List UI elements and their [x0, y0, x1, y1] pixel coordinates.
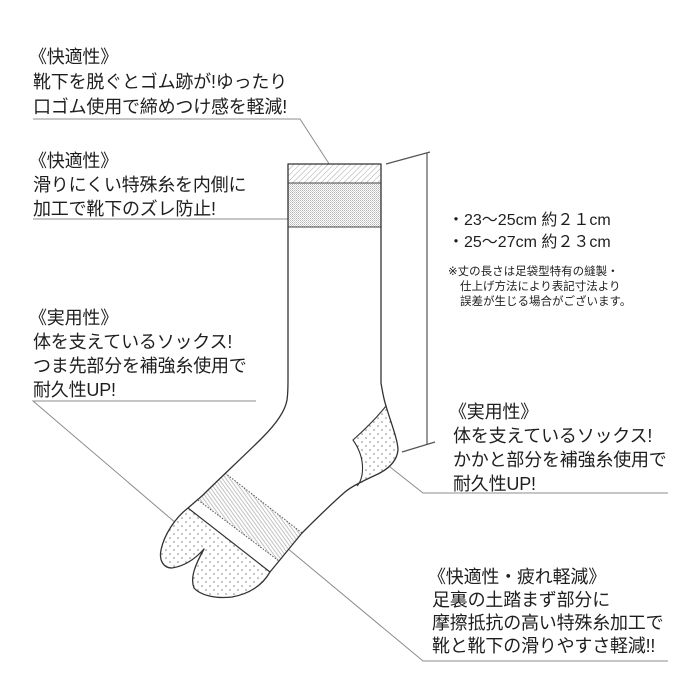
sock-outline	[159, 163, 399, 599]
callout-text: かかと部分を補強糸使用で	[453, 450, 667, 470]
callout-heading: 《快適性・疲れ軽減》	[428, 567, 606, 587]
callout-text: 耐久性UP!	[33, 380, 116, 400]
callout-heading: 《快適性》	[29, 151, 118, 171]
callout-text: 摩擦抵抗の高い特殊糸加工で	[432, 613, 664, 633]
callout-text: 耐久性UP!	[453, 474, 536, 494]
size-row: ・25〜27cm 約２３cm	[448, 234, 611, 251]
callout-text: つま先部分を補強糸使用で	[33, 356, 247, 376]
callout-text: 靴下を脱ぐとゴム跡が!ゆったり	[33, 72, 287, 92]
leader-line-heel	[384, 462, 668, 494]
leader-line-toe	[31, 400, 256, 566]
callout-heading: 《実用性》	[449, 402, 538, 422]
size-row: ・23〜25cm 約２１cm	[448, 212, 611, 229]
arch-grip-band	[198, 473, 302, 561]
callout-toe: 《実用性》 体を支えているソックス! つま先部分を補強糸使用で 耐久性UP!	[29, 306, 247, 402]
callout-heading: 《快適性》	[29, 47, 118, 67]
callout-text: 滑りにくい特殊糸を内側に	[33, 175, 247, 195]
callout-grip-band: 《快適性》 滑りにくい特殊糸を内側に 加工で靴下のズレ防止!	[29, 149, 247, 221]
size-note-line: 仕上げ方法により表記寸法より	[460, 281, 621, 293]
waistband-hatched-section	[288, 164, 381, 183]
toe-reinforcement	[160, 508, 270, 598]
callout-text: 靴と靴下の滑りやすさ軽減!!	[432, 636, 656, 656]
toe-boundary	[187, 507, 271, 573]
callout-waistband: 《快適性》 靴下を脱ぐとゴム跡が!ゆったり 口ゴム使用で締めつけ感を軽減!	[29, 45, 287, 120]
size-note-line: ※丈の長さは足袋型特有の縫製・	[448, 266, 619, 278]
callout-text: 口ゴム使用で締めつけ感を軽減!	[33, 97, 287, 117]
callout-text: 足裏の土踏まず部分に	[432, 590, 610, 610]
grip-band-section	[288, 183, 381, 227]
leader-line-arch	[274, 537, 668, 662]
callout-text: 体を支えているソックス!	[33, 332, 233, 352]
size-length-info: ・23〜25cm 約２１cm ・25〜27cm 約２３cm ※丈の長さは足袋型特…	[448, 210, 631, 310]
heel-boundary	[352, 405, 387, 487]
callout-arch: 《快適性・疲れ軽減》 足裏の土踏まず部分に 摩擦抵抗の高い特殊糸加工で 靴と靴下…	[428, 566, 664, 658]
callout-heading: 《実用性》	[29, 308, 118, 328]
size-note-line: 誤差が生じる場合がございます。	[460, 296, 632, 308]
callout-text: 加工で靴下のズレ防止!	[33, 199, 216, 219]
size-note: ※丈の長さは足袋型特有の縫製・ 仕上げ方法により表記寸法より 誤差が生じる場合が…	[448, 265, 631, 310]
callout-text: 体を支えているソックス!	[453, 426, 653, 446]
heel-reinforcement	[353, 406, 398, 486]
callout-heel: 《実用性》 体を支えているソックス! かかと部分を補強糸使用で 耐久性UP!	[449, 400, 667, 496]
leader-line-waistband	[33, 118, 336, 174]
leader-lines	[31, 118, 668, 662]
length-dimension-line	[385, 151, 436, 453]
